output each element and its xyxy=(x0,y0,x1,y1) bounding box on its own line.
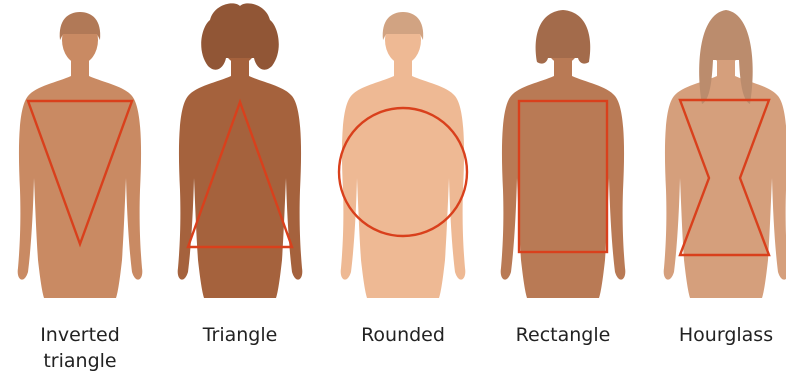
hair xyxy=(536,10,591,64)
label-hourglass: Hourglass xyxy=(656,322,786,348)
figure-triangle xyxy=(178,3,303,298)
figure-hourglass xyxy=(664,10,786,298)
figure-rectangle xyxy=(501,10,626,298)
figure-rounded xyxy=(339,12,467,298)
body xyxy=(18,60,143,298)
silhouette xyxy=(341,12,466,298)
body xyxy=(178,60,303,298)
label-rectangle: Rectangle xyxy=(493,322,633,348)
silhouette xyxy=(178,3,303,298)
figure-inverted-triangle xyxy=(18,12,143,298)
body xyxy=(341,60,466,298)
label-rounded: Rounded xyxy=(333,322,473,348)
label-triangle: Triangle xyxy=(170,322,310,348)
body xyxy=(664,60,786,298)
silhouette xyxy=(18,12,143,298)
label-inverted-triangle: Inverted triangle xyxy=(10,322,150,374)
